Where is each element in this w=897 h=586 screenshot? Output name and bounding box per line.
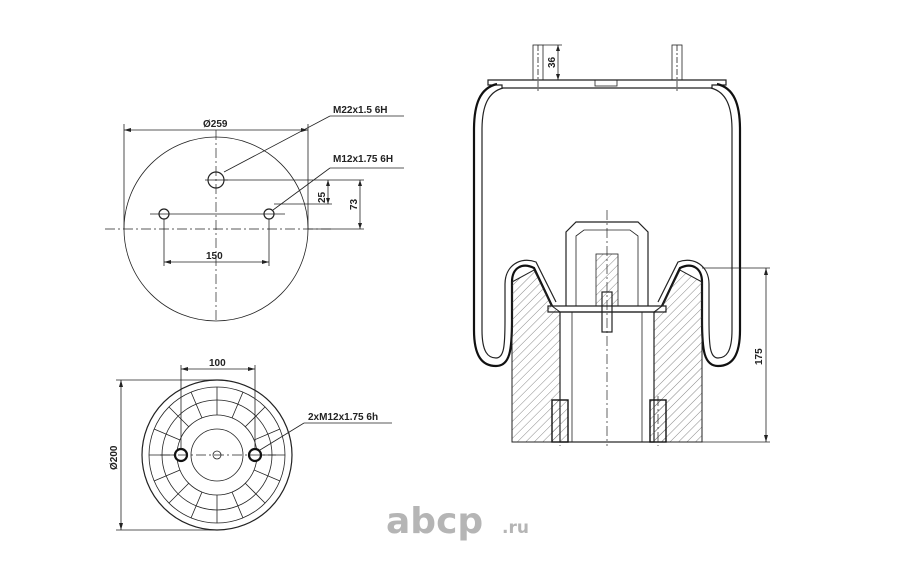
dim-100-label: 100 <box>209 358 226 369</box>
dim-25-arrow-bottom <box>326 198 330 204</box>
dim-150-arrow-right <box>262 260 269 264</box>
leader-m12 <box>272 167 331 211</box>
top-plate <box>487 79 727 89</box>
center-bolt-housing <box>595 253 619 307</box>
bumper <box>565 221 649 306</box>
abcp-logo: abcp .ru <box>386 501 529 542</box>
dim-259-arrow-right <box>301 128 308 132</box>
stud-right <box>671 44 683 92</box>
thread-m12-label: M12x1.75 6H <box>333 154 393 165</box>
dim-73-arrow-bottom <box>358 223 362 229</box>
leader-m22 <box>223 115 331 173</box>
dim-25-arrow-top <box>326 180 330 186</box>
dim-200-arrow-bottom <box>119 523 123 530</box>
dim-100-arrow-right <box>248 367 255 371</box>
thread-2xm12-label: 2xM12x1.75 6h <box>308 412 378 423</box>
logo-brand: abcp <box>386 501 483 542</box>
dim-100-arrow-left <box>181 367 188 371</box>
dim-36-arrow-top <box>556 45 560 51</box>
logo-domain: .ru <box>502 518 529 538</box>
bellows-inner <box>481 87 557 359</box>
piston-top-plate <box>547 305 667 313</box>
dim-73-label: 73 <box>349 198 360 210</box>
stud-left <box>532 44 544 92</box>
dim-36-arrow-bottom <box>556 74 560 80</box>
dim-150-arrow-left <box>164 260 171 264</box>
dim-175-arrow-top <box>764 268 768 275</box>
dim-200-arrow-top <box>119 380 123 387</box>
dim-175-arrow-bottom <box>764 435 768 442</box>
leader-2xm12 <box>259 422 305 451</box>
dim-25-label: 25 <box>317 191 328 203</box>
bellows-outer <box>472 82 553 368</box>
dim-175-label: 175 <box>754 348 765 365</box>
dim-150-label: 150 <box>206 251 223 262</box>
bellows-outer-right <box>661 82 742 368</box>
dim-36-label: 36 <box>547 56 558 68</box>
piston-ribs <box>149 387 285 523</box>
dim-73-arrow-top <box>358 180 362 186</box>
top-plate-center-port <box>594 79 618 87</box>
bottom-view: 100 Ø200 2xM12x1.75 6h <box>109 358 392 531</box>
dim-259-arrow-left <box>124 128 131 132</box>
thread-m22-label: M22x1.5 6H <box>333 105 387 116</box>
side-view: 36 175 <box>472 44 770 446</box>
top-view: Ø259 M22x1.5 6H M12x1.75 6H 25 73 150 <box>105 105 404 322</box>
dim-259-label: Ø259 <box>203 119 228 130</box>
dim-200-label: Ø200 <box>109 445 120 470</box>
